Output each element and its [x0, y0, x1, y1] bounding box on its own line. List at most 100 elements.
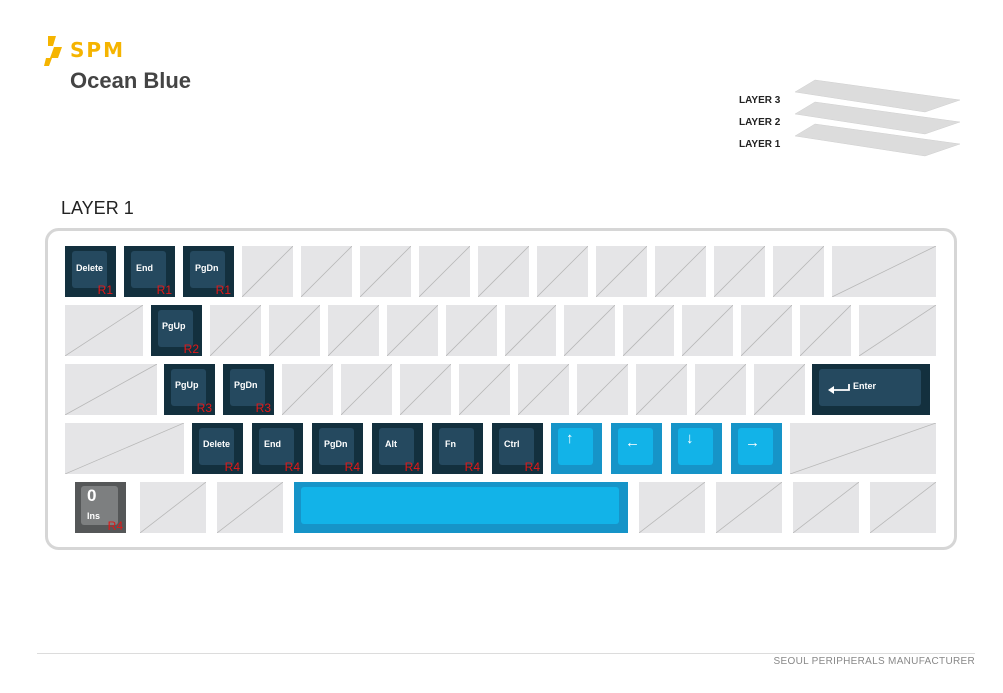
layer-3-sheet: [795, 79, 961, 113]
blank-key[interactable]: [400, 364, 451, 415]
row-tag: R4: [404, 460, 420, 474]
row-tag: R4: [224, 460, 240, 474]
key-label: Fn: [445, 439, 456, 449]
section-title: LAYER 1: [61, 198, 134, 218]
key-label: End: [264, 439, 281, 449]
blank-key[interactable]: [639, 482, 705, 533]
blank-key[interactable]: [754, 364, 805, 415]
blank-key[interactable]: [870, 482, 936, 533]
layer-2-label: LAYER 2: [739, 117, 781, 128]
left-shift-key[interactable]: [65, 423, 184, 474]
blank-key[interactable]: [360, 246, 411, 297]
blank-key[interactable]: [242, 246, 293, 297]
blank-key[interactable]: [269, 305, 320, 356]
blank-key[interactable]: [282, 364, 333, 415]
blank-key[interactable]: [328, 305, 379, 356]
blank-key[interactable]: [140, 482, 206, 533]
row-tag: R4: [107, 519, 123, 533]
row-tag: R1: [215, 283, 231, 297]
blank-key[interactable]: [387, 305, 438, 356]
blank-key[interactable]: [716, 482, 782, 533]
blank-key[interactable]: [655, 246, 706, 297]
blank-key[interactable]: [695, 364, 746, 415]
key-secondary-label: Ins: [87, 511, 101, 521]
blank-key[interactable]: [577, 364, 628, 415]
layer-3-label: LAYER 3: [739, 95, 781, 106]
footer-divider: [37, 653, 975, 654]
blank-key[interactable]: [301, 246, 352, 297]
arrow-up-icon: ↑: [566, 430, 574, 447]
tab-key[interactable]: [65, 305, 143, 356]
key-ins[interactable]: 0 Ins R4: [75, 482, 126, 533]
blank-key[interactable]: [793, 482, 859, 533]
layer-1-sheet: [795, 123, 961, 157]
blank-key[interactable]: [518, 364, 569, 415]
row-tag: R4: [464, 460, 480, 474]
key-label: PgDn: [195, 263, 219, 273]
blank-key[interactable]: [714, 246, 765, 297]
right-shift-key[interactable]: [790, 423, 936, 474]
blank-key[interactable]: [623, 305, 674, 356]
arrow-right-icon: →: [745, 434, 760, 451]
blank-key[interactable]: [217, 482, 283, 533]
blank-key[interactable]: [564, 305, 615, 356]
blank-key[interactable]: [537, 246, 588, 297]
blank-key[interactable]: [505, 305, 556, 356]
blank-key[interactable]: [596, 246, 647, 297]
backspace-key[interactable]: [832, 246, 936, 297]
blank-key[interactable]: [800, 305, 851, 356]
key-label: PgUp: [162, 321, 186, 331]
blank-key[interactable]: [682, 305, 733, 356]
brand-name: SPM: [70, 38, 125, 62]
blank-key[interactable]: [773, 246, 824, 297]
row-tag: R4: [524, 460, 540, 474]
blank-key[interactable]: [636, 364, 687, 415]
blank-key[interactable]: [459, 364, 510, 415]
blank-key[interactable]: [419, 246, 470, 297]
key-primary-label: 0: [87, 486, 97, 505]
key-label: Alt: [385, 439, 397, 449]
row-tag: R3: [255, 401, 271, 415]
caps-lock-key[interactable]: [65, 364, 157, 415]
key-label: Delete: [203, 439, 231, 449]
key-label: PgUp: [175, 380, 199, 390]
enter-arrow-icon: [828, 384, 850, 394]
blank-key[interactable]: [741, 305, 792, 356]
arrow-down-icon: ↓: [686, 430, 694, 447]
backslash-key[interactable]: [859, 305, 936, 356]
footer-text: SEOUL PERIPHERALS MANUFACTURER: [773, 656, 975, 667]
layer-1-label: LAYER 1: [739, 139, 781, 150]
blank-key[interactable]: [210, 305, 261, 356]
spm-bolt-icon: [44, 36, 62, 66]
row-tag: R3: [196, 401, 212, 415]
arrow-down-key[interactable]: ↓: [671, 423, 722, 474]
arrow-right-key[interactable]: →: [731, 423, 782, 474]
enter-key[interactable]: Enter: [812, 364, 930, 415]
key-label: PgDn: [324, 439, 348, 449]
row-tag: R4: [284, 460, 300, 474]
key-label: End: [136, 263, 153, 273]
layer-stack-diagram: [795, 79, 961, 157]
arrow-up-key[interactable]: ↑: [551, 423, 602, 474]
spacebar-key[interactable]: [294, 482, 628, 533]
row-tag: R1: [97, 283, 113, 297]
blank-key[interactable]: [341, 364, 392, 415]
arrow-left-key[interactable]: ←: [611, 423, 662, 474]
blank-key[interactable]: [446, 305, 497, 356]
row-tag: R4: [344, 460, 360, 474]
arrow-left-icon: ←: [625, 434, 640, 451]
blank-key[interactable]: [478, 246, 529, 297]
row-tag: R2: [183, 342, 199, 356]
